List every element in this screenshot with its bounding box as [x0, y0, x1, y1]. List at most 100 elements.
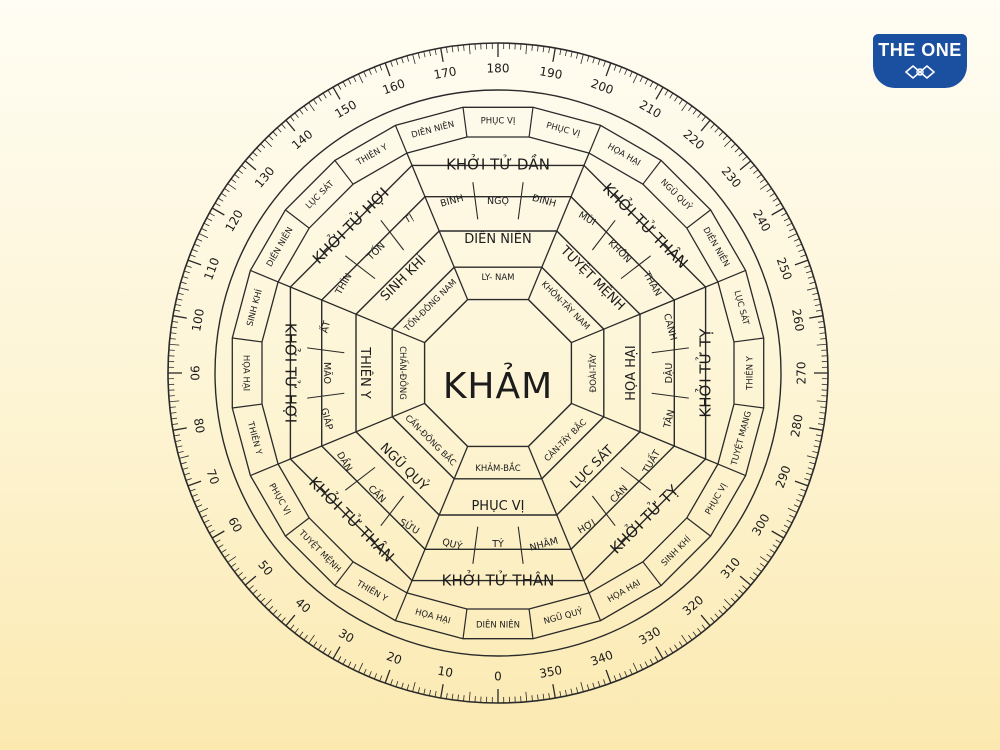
- degree-tick: [187, 259, 202, 266]
- stem-label: CÀN: [608, 483, 631, 506]
- degree-tick: [537, 45, 539, 52]
- degree-tick: [749, 576, 755, 581]
- direction-label: CẤN-ĐÔNG BẮC: [403, 411, 460, 468]
- degree-label: 240: [750, 207, 774, 234]
- degree-tick: [179, 455, 190, 459]
- degree-label: 180: [487, 62, 510, 76]
- degree-tick: [624, 671, 628, 677]
- khoi-label: KHỞI TỬ DẦN: [446, 153, 550, 174]
- degree-tick: [816, 343, 827, 346]
- degree-tick: [252, 589, 258, 595]
- degree-tick: [196, 238, 203, 242]
- stem-divider: [651, 392, 689, 399]
- degree-tick: [169, 343, 180, 346]
- degree-label: 0: [494, 670, 502, 684]
- degree-label: 50: [255, 558, 276, 579]
- degree-tick: [172, 423, 179, 426]
- degree-tick: [268, 135, 274, 141]
- degree-tick: [766, 188, 772, 193]
- outer-ring-label: DIÊN NIÊN: [263, 225, 295, 269]
- degree-tick: [815, 309, 823, 312]
- stem-label: CANH: [661, 312, 679, 341]
- degree-tick: [669, 92, 674, 99]
- degree-tick: [742, 156, 748, 161]
- degree-tick: [285, 614, 296, 627]
- degree-label: 270: [795, 362, 809, 385]
- degree-tick: [613, 675, 617, 682]
- degree-tick: [169, 400, 180, 403]
- degree-tick: [227, 556, 237, 563]
- degree-tick: [700, 614, 711, 627]
- degree-tick: [358, 662, 364, 673]
- degree-tick: [783, 524, 790, 529]
- degree-tick: [771, 530, 785, 539]
- degree-tick: [171, 417, 178, 420]
- khoi-label: KHỞI TỬ TỴ: [694, 328, 714, 418]
- degree-tick: [644, 661, 649, 668]
- compass-rings: [167, 42, 829, 704]
- degree-tick: [322, 92, 327, 99]
- octagon-ring-1: [423, 298, 573, 448]
- degree-tick: [817, 320, 824, 323]
- degree-tick: [548, 692, 551, 699]
- degree-tick: [268, 605, 274, 611]
- degree-tick: [170, 332, 177, 334]
- degree-label: 280: [788, 413, 806, 438]
- degree-tick: [209, 212, 215, 217]
- outer-ring-label: THIÊN Y: [353, 140, 390, 168]
- degree-tick: [813, 298, 820, 301]
- degree-tick: [347, 661, 352, 668]
- degree-tick: [217, 544, 224, 549]
- sector-divider: [411, 165, 469, 300]
- degree-tick: [525, 691, 528, 702]
- degree-tick: [187, 480, 202, 487]
- stem-divider: [472, 526, 479, 564]
- degree-tick: [597, 59, 601, 65]
- degree-tick: [649, 658, 654, 665]
- degree-label: 160: [381, 76, 407, 97]
- degree-tick: [194, 243, 200, 247]
- center-label: KHẢM: [443, 362, 553, 407]
- degree-tick: [575, 52, 579, 59]
- stem-divider: [517, 526, 524, 564]
- direction-label: KHẢM-BẮC: [475, 461, 521, 474]
- degree-tick: [531, 44, 533, 51]
- degree-tick: [406, 684, 410, 691]
- degree-tick: [173, 434, 181, 437]
- degree-tick: [457, 45, 459, 52]
- degree-tick: [285, 119, 296, 132]
- outer-24-divider: [528, 107, 534, 138]
- stem-divider: [380, 219, 405, 251]
- degree-tick: [445, 47, 448, 54]
- degree-tick: [276, 127, 282, 133]
- degree-tick: [796, 499, 802, 503]
- degree-tick: [804, 265, 811, 268]
- degree-label: 210: [637, 97, 664, 121]
- degree-tick: [256, 147, 262, 153]
- degree-tick: [294, 112, 299, 118]
- outer-ring-label: TUYỆT MỆNH: [296, 526, 344, 574]
- outer-24-divider: [733, 403, 764, 409]
- degree-tick: [390, 60, 393, 67]
- degree-tick: [798, 494, 805, 497]
- stem-label: ẤT: [318, 319, 333, 334]
- degree-tick: [730, 597, 736, 603]
- degree-tick: [434, 690, 437, 698]
- degree-tick: [457, 694, 459, 701]
- outer-ring-label: SINH KHÍ: [658, 533, 694, 569]
- outer-ring-label: SINH KHÍ: [243, 287, 265, 327]
- degree-tick: [710, 617, 715, 623]
- degree-tick: [468, 44, 471, 55]
- degree-tick: [185, 478, 192, 481]
- degree-tick: [632, 662, 638, 673]
- degree-tick: [806, 287, 817, 291]
- degree-tick: [201, 227, 207, 232]
- degree-tick: [211, 207, 225, 216]
- degree-tick: [468, 691, 471, 702]
- degree-tick: [613, 64, 617, 71]
- stem-label: TÂN: [661, 408, 678, 430]
- degree-band-inner-circle: [214, 89, 782, 657]
- degree-tick: [272, 609, 278, 615]
- degree-tick: [700, 119, 711, 132]
- degree-tick: [374, 673, 377, 680]
